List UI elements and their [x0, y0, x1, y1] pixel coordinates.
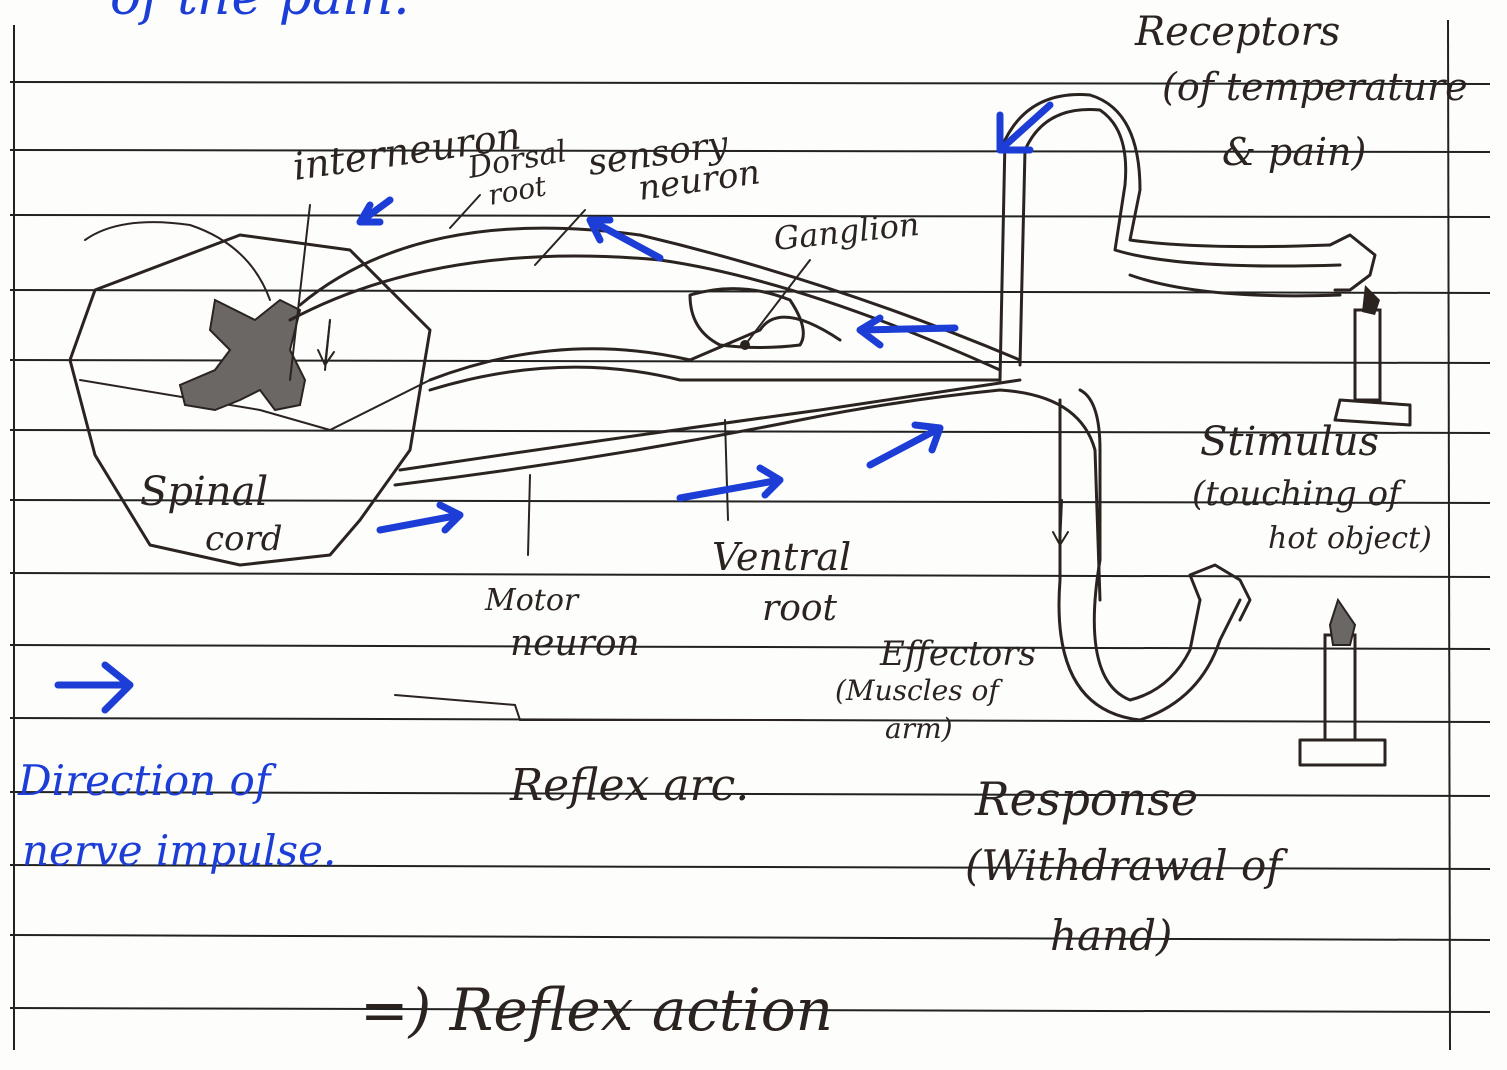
- label-stimulus-note-2: hot object): [1268, 521, 1432, 556]
- label-effector-note-1: (Muscles of: [835, 674, 1003, 707]
- label-stimulus: Stimulus: [1200, 419, 1379, 465]
- label-response: Response: [974, 772, 1198, 826]
- label-ventral-root-2: root: [762, 588, 838, 629]
- label-effectors: Effectors: [879, 634, 1036, 674]
- arrow-legend: [58, 665, 130, 710]
- arrow-near-dorsal-root: [360, 200, 390, 222]
- label-ganglion: Ganglion: [772, 205, 921, 258]
- label-receptor-note-2: & pain): [1222, 130, 1366, 174]
- label-motor-neuron-2: neuron: [510, 623, 640, 664]
- header-fragment: of the pain.: [110, 0, 410, 27]
- arrow-on-sensory-neuron: [590, 220, 660, 258]
- label-spinal-cord-2: cord: [205, 519, 283, 559]
- label-effector-note-2: arm): [885, 712, 953, 745]
- legend-line-1: Direction of: [17, 756, 277, 805]
- diagram-title: Reflex arc.: [509, 760, 749, 811]
- arrow-motor-mid: [680, 468, 780, 498]
- label-receptors: Receptors: [1134, 9, 1340, 55]
- label-ventral-root-1: Ventral: [712, 535, 851, 579]
- candle-stimulus-drawing: [1335, 285, 1410, 425]
- legend-line-2: nerve impulse.: [22, 826, 336, 875]
- candle-response-drawing: [1300, 600, 1385, 765]
- label-response-note-2: hand): [1050, 911, 1172, 960]
- label-stimulus-note-1: (touching of: [1192, 474, 1406, 514]
- label-receptor-note-1: (of temperature: [1162, 65, 1468, 109]
- arrow-near-ganglion: [860, 318, 955, 345]
- label-spinal-cord-1: Spinal: [140, 469, 268, 515]
- label-response-note-1: (Withdrawal of: [965, 841, 1288, 890]
- arrow-motor-start: [380, 505, 460, 530]
- footer-reflex-action: =) Reflex action: [360, 976, 833, 1044]
- label-motor-neuron-1: Motor: [484, 583, 580, 618]
